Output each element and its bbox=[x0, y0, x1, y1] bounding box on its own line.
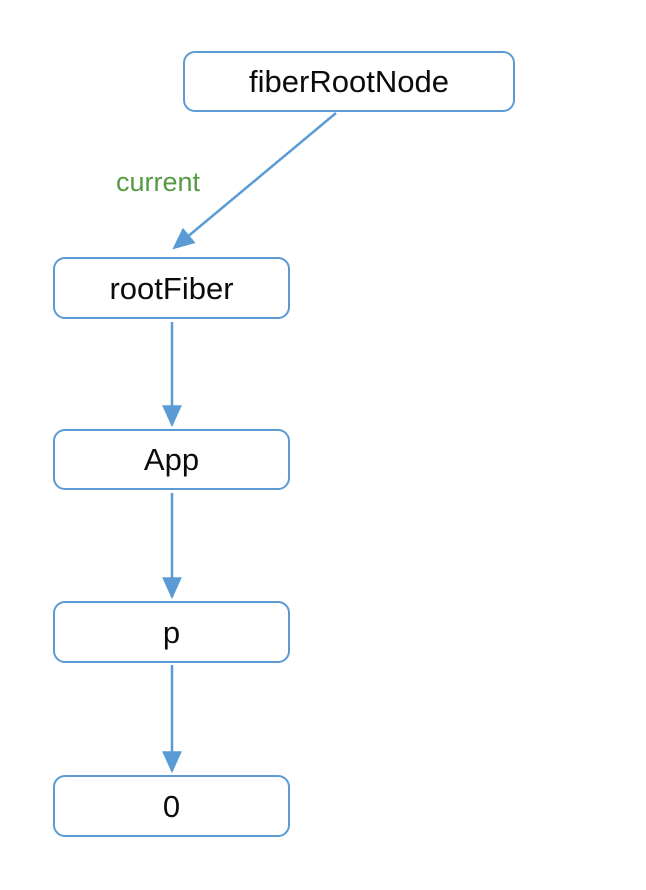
node-app: App bbox=[53, 429, 290, 490]
node-rootfiber: rootFiber bbox=[53, 257, 290, 319]
node-0-label: 0 bbox=[162, 788, 181, 824]
node-fiberrootnode: fiberRootNode bbox=[183, 51, 515, 112]
node-0: 0 bbox=[53, 775, 290, 837]
node-p: p bbox=[53, 601, 290, 663]
node-p-label: p bbox=[162, 614, 181, 650]
node-rootfiber-label: rootFiber bbox=[109, 270, 234, 306]
edge-label-current: current bbox=[116, 167, 201, 197]
node-fiberrootnode-label: fiberRootNode bbox=[249, 64, 449, 99]
node-app-label: App bbox=[143, 442, 200, 477]
